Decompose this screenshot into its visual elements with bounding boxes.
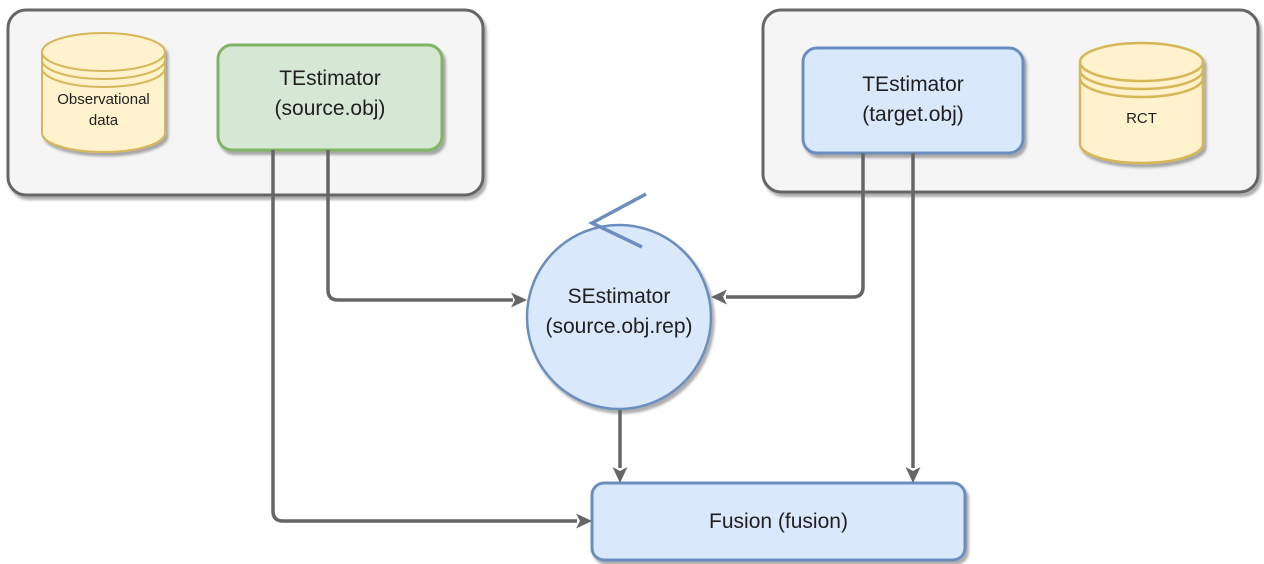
arrowhead-target-estimator-to-sestimator	[711, 289, 727, 305]
arrow-target-estimator-to-sestimator	[726, 153, 865, 299]
arrow-source-estimator-to-sestimator	[326, 150, 513, 302]
fusion-node	[590, 481, 967, 562]
arrowhead-source-estimator-to-sestimator	[511, 292, 527, 308]
observational-data-cylinder-rings	[41, 51, 166, 88]
arrowhead-source-estimator-to-fusion	[576, 513, 592, 529]
arrowhead-sestimator-to-fusion	[612, 467, 628, 483]
target-estimator-node	[801, 46, 1025, 155]
sestimator-self-loop-arrow	[588, 192, 647, 249]
source-estimator-node	[216, 43, 444, 152]
sestimator-node	[525, 223, 713, 411]
observational-data-cylinder	[41, 32, 166, 153]
arrowhead-target-estimator-to-fusion	[905, 467, 921, 483]
arrow-source-estimator-to-fusion	[271, 150, 577, 523]
rct-cylinder	[1078, 41, 1205, 165]
rct-cylinder-rings	[1078, 61, 1205, 99]
